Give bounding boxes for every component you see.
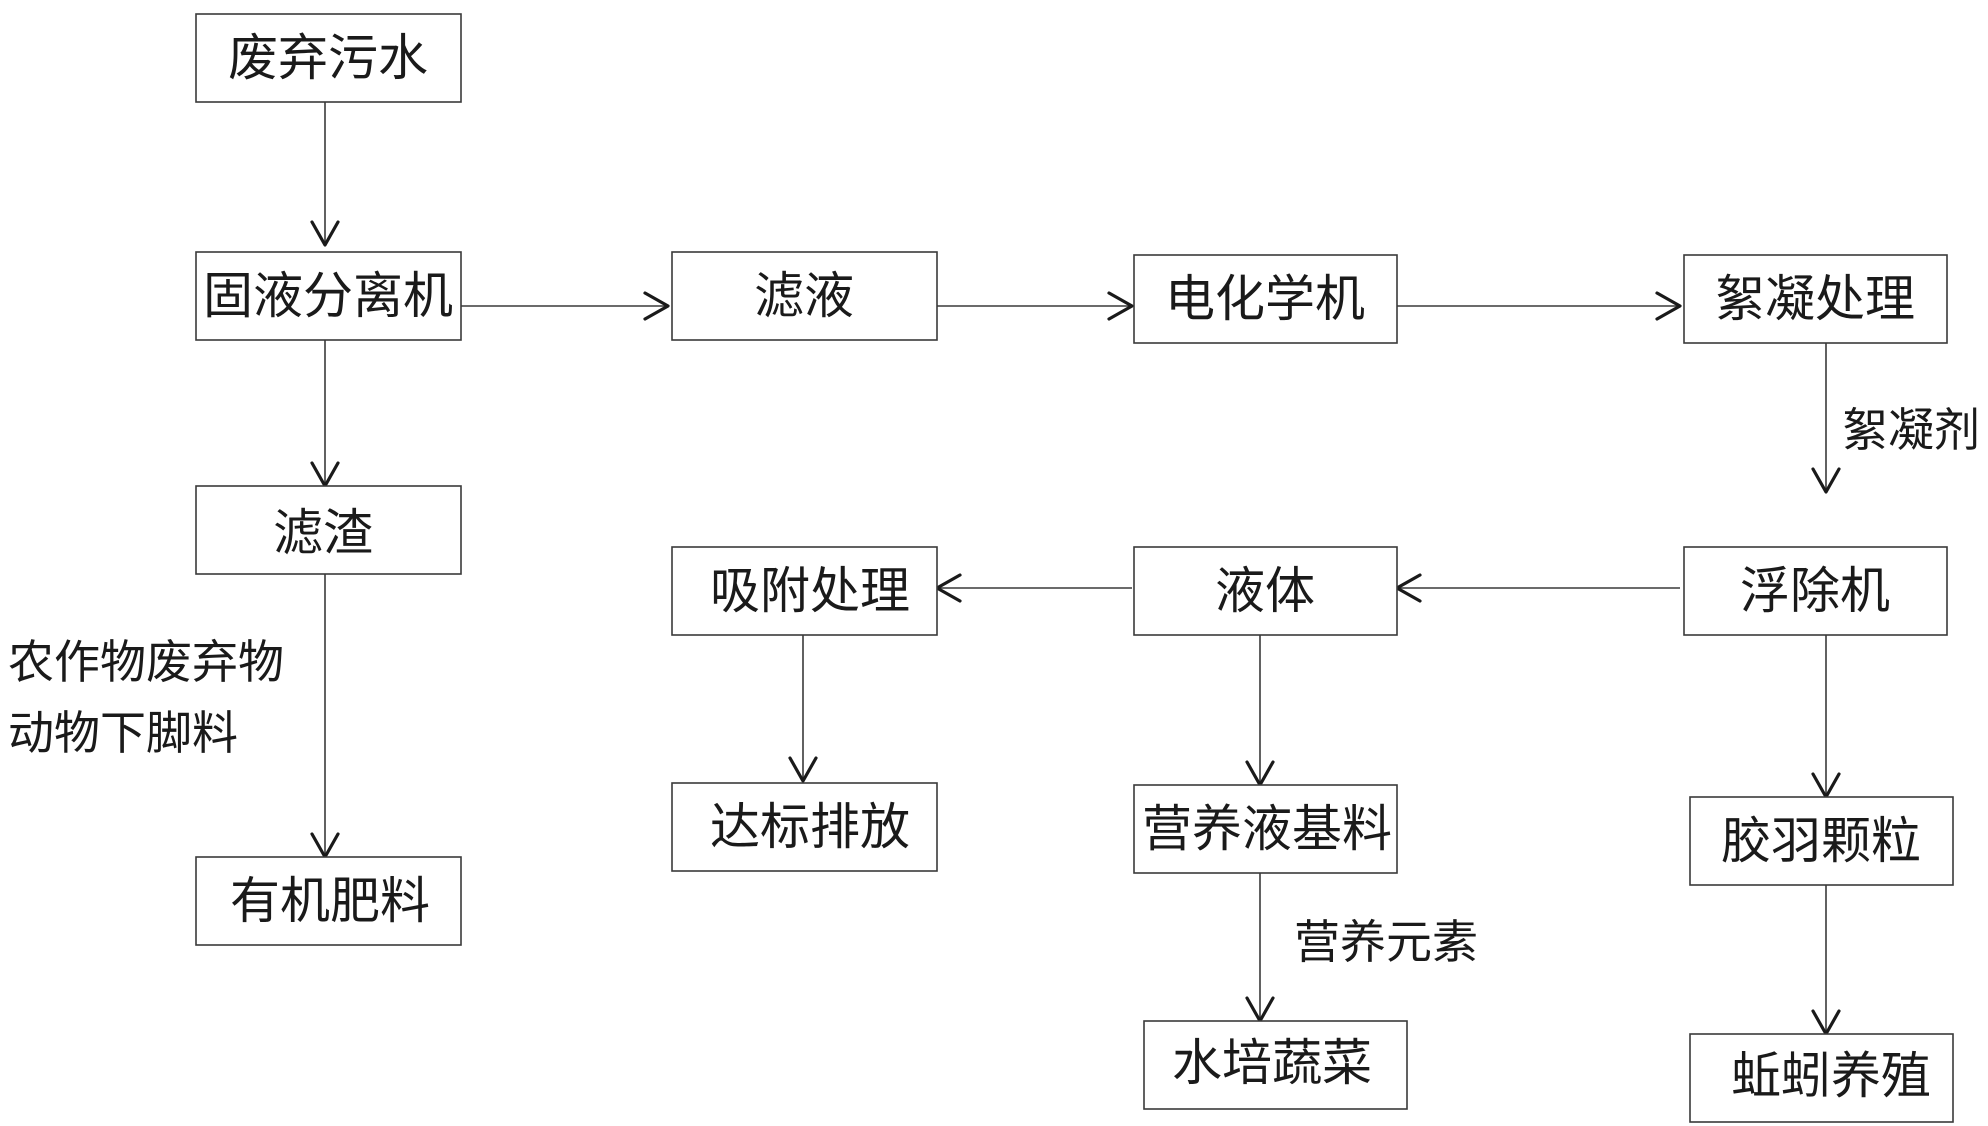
label-nutrients: 营养元素 <box>1294 915 1478 969</box>
node-discharge-label: 达标排放 <box>710 798 910 856</box>
node-filtrate: 滤液 <box>671 251 938 341</box>
node-wastewater: 废弃污水 <box>195 13 462 103</box>
edge-flotation-to-liquid <box>1395 573 1680 603</box>
edge-labels: 絮凝剂 营养元素 农作物废弃物 动物下脚料 <box>8 403 1980 969</box>
node-floc-particles-label: 胶羽颗粒 <box>1721 812 1921 870</box>
label-crop-waste: 农作物废弃物 <box>8 635 284 689</box>
node-separator-label: 固液分离机 <box>203 267 453 325</box>
node-flotation: 浮除机 <box>1683 546 1948 636</box>
edge-separator-to-residue <box>310 340 340 488</box>
node-discharge: 达标排放 <box>671 782 938 872</box>
node-hydroponic-label: 水培蔬菜 <box>1172 1034 1372 1092</box>
edge-filtrate-to-electrochem <box>937 291 1134 321</box>
edge-nutrient-base-to-hydroponic <box>1245 873 1275 1023</box>
label-flocculant: 絮凝剂 <box>1842 403 1980 457</box>
node-floc-particles: 胶羽颗粒 <box>1689 796 1954 886</box>
node-flotation-label: 浮除机 <box>1740 562 1890 620</box>
node-electrochem-label: 电化学机 <box>1165 270 1365 328</box>
edge-liquid-to-adsorption <box>935 573 1132 603</box>
node-earthworm-label: 蚯蚓养殖 <box>1731 1047 1931 1105</box>
edge-flocculation-to-flotation <box>1811 343 1841 494</box>
edge-electrochem-to-flocculation <box>1397 291 1682 321</box>
edge-adsorption-to-discharge <box>788 635 818 783</box>
node-residue-label: 滤渣 <box>273 504 373 562</box>
edge-wastewater-to-separator <box>310 102 340 247</box>
edges <box>310 102 1841 1036</box>
node-flocculation: 絮凝处理 <box>1683 254 1948 344</box>
node-nutrient-base-label: 营养液基料 <box>1142 800 1392 858</box>
edge-separator-to-filtrate <box>461 291 670 321</box>
edge-flotation-to-floc-particles <box>1811 635 1841 799</box>
node-residue: 滤渣 <box>195 485 462 575</box>
node-nutrient-base: 营养液基料 <box>1133 784 1398 874</box>
node-wastewater-label: 废弃污水 <box>228 29 428 87</box>
node-earthworm: 蚯蚓养殖 <box>1689 1033 1954 1123</box>
nodes: 废弃污水 固液分离机 滤液 电化学机 絮凝处理 滤渣 吸附处理 液体 <box>195 13 1954 1123</box>
edge-residue-to-organic-fertilizer <box>310 574 340 859</box>
node-liquid: 液体 <box>1133 546 1398 636</box>
node-hydroponic: 水培蔬菜 <box>1143 1020 1408 1110</box>
node-filtrate-label: 滤液 <box>754 267 854 325</box>
node-organic-fertilizer: 有机肥料 <box>195 856 462 946</box>
edge-floc-particles-to-earthworm <box>1811 885 1841 1036</box>
node-adsorption: 吸附处理 <box>671 546 938 636</box>
node-electrochem: 电化学机 <box>1133 254 1398 344</box>
label-animal-waste: 动物下脚料 <box>8 706 238 760</box>
node-adsorption-label: 吸附处理 <box>710 562 910 620</box>
node-liquid-label: 液体 <box>1215 562 1315 620</box>
node-separator: 固液分离机 <box>195 251 462 341</box>
edge-liquid-to-nutrient-base <box>1245 635 1275 787</box>
node-flocculation-label: 絮凝处理 <box>1715 270 1915 328</box>
node-organic-fertilizer-label: 有机肥料 <box>230 872 430 930</box>
